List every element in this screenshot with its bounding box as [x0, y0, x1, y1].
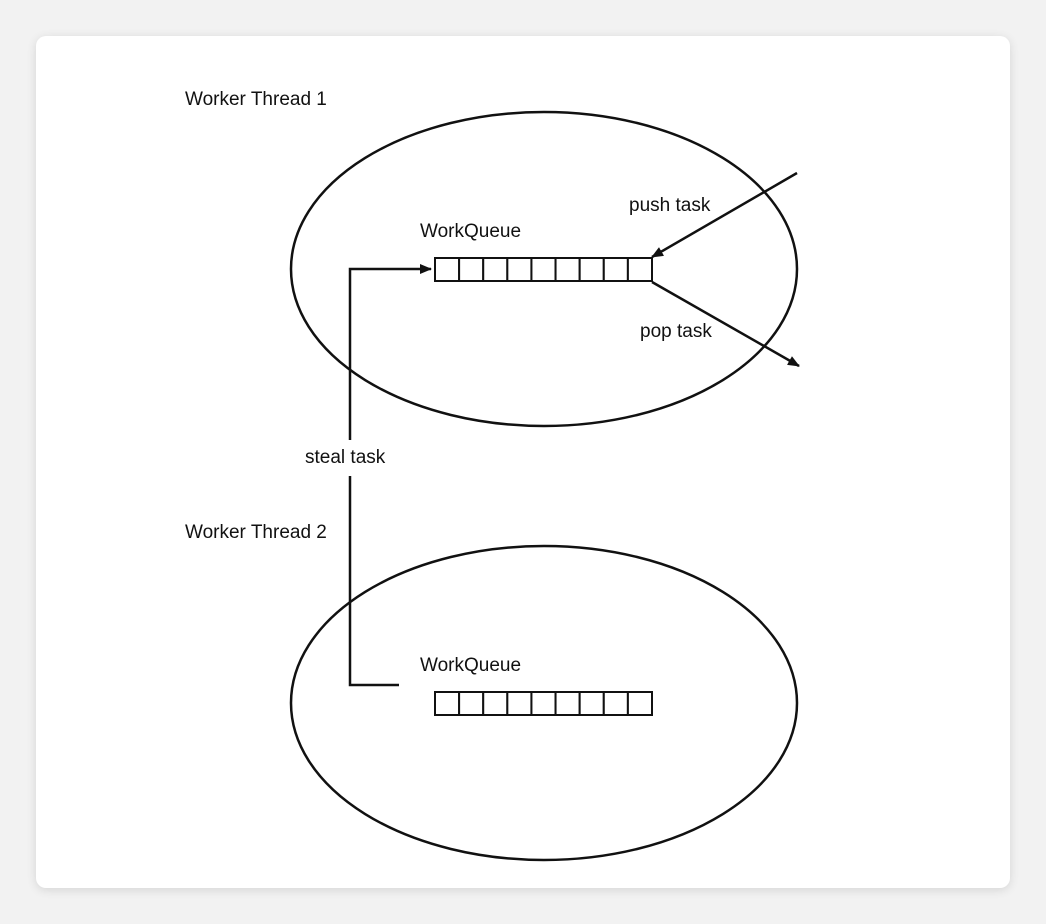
steal-task-label: steal task	[305, 447, 386, 468]
thread1-label: Worker Thread 1	[185, 89, 327, 110]
thread1-queue-slot	[434, 257, 461, 282]
steal-task-path-lower	[348, 476, 399, 687]
thread2-queue-slot	[602, 691, 629, 716]
thread2-queue-slot	[506, 691, 533, 716]
pop-task-arrow	[651, 280, 800, 368]
thread1-queue-slot	[506, 257, 533, 282]
thread2-queue-slot	[554, 691, 581, 716]
thread1-queue-slot	[530, 257, 557, 282]
thread1-queue-slot	[482, 257, 509, 282]
steal-task-path-upper	[348, 264, 432, 440]
thread2-queue	[434, 691, 654, 716]
thread1-queue-slot	[602, 257, 629, 282]
thread1-queue-slot	[554, 257, 581, 282]
thread2-queue-slot	[458, 691, 485, 716]
thread1-queue-slot	[626, 257, 654, 282]
thread2-ellipse	[289, 544, 799, 862]
thread1-queue-slot	[578, 257, 605, 282]
thread2-queue-slot	[626, 691, 654, 716]
thread2-queue-slot	[482, 691, 509, 716]
diagram-card	[36, 36, 1010, 888]
push-task-label: push task	[629, 195, 711, 216]
thread1-queue-slot	[458, 257, 485, 282]
thread2-queue-slot	[434, 691, 461, 716]
push-task-arrow	[651, 171, 798, 259]
thread1-queue-label: WorkQueue	[420, 221, 521, 242]
thread2-queue-label: WorkQueue	[420, 655, 521, 676]
thread1-ellipse	[289, 110, 799, 428]
thread2-queue-slot	[530, 691, 557, 716]
pop-task-label: pop task	[640, 321, 712, 342]
thread2-label: Worker Thread 2	[185, 522, 327, 543]
thread1-queue	[434, 257, 654, 282]
thread2-queue-slot	[578, 691, 605, 716]
